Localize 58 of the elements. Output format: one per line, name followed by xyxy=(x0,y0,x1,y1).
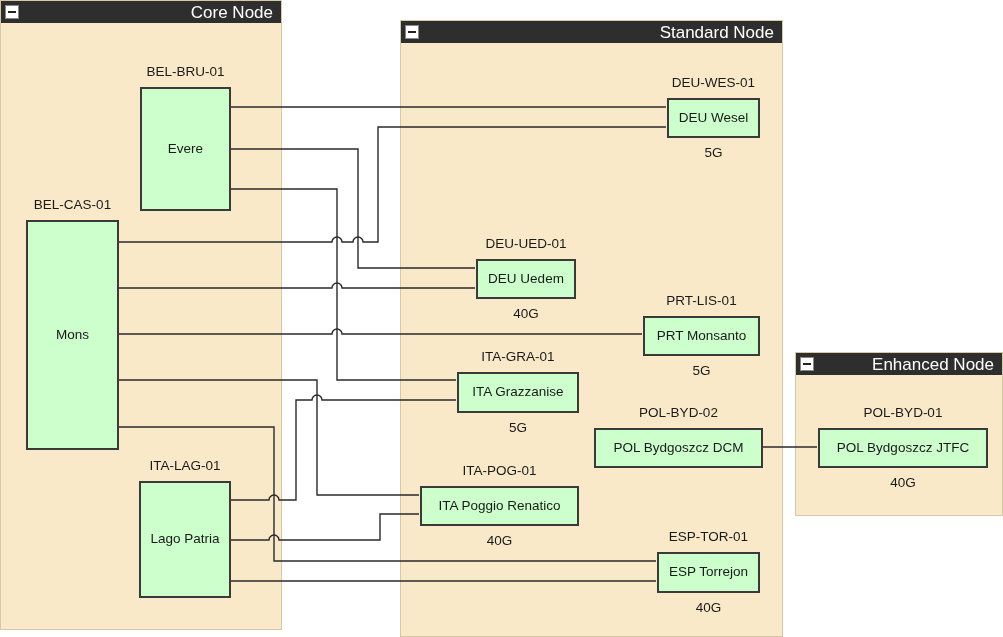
link-line xyxy=(229,188,457,381)
site-name: DEU Uedem xyxy=(488,269,564,288)
site-name: ITA Poggio Renatico xyxy=(438,496,561,515)
link-line xyxy=(229,394,457,501)
link-line xyxy=(117,426,657,562)
bandwidth-label: 40G xyxy=(513,305,539,323)
site-box xyxy=(140,87,231,211)
site-box xyxy=(657,552,760,593)
link-line xyxy=(117,126,667,243)
site-id-label: POL-BYD-02 xyxy=(639,404,718,422)
site-box xyxy=(139,481,231,598)
link-line xyxy=(117,379,420,496)
link-line xyxy=(117,282,476,289)
site-box xyxy=(594,428,763,468)
site-name: Lago Patria xyxy=(150,530,220,549)
site-box xyxy=(643,316,760,356)
site-id-label: POL-BYD-01 xyxy=(863,404,943,422)
link-line xyxy=(229,106,667,108)
site-name: ITA Grazzanise xyxy=(472,383,564,402)
bandwidth-label: 40G xyxy=(486,532,513,550)
panel-title: Standard Node xyxy=(659,23,775,41)
site-id-label: BEL-CAS-01 xyxy=(33,196,112,214)
link-line xyxy=(229,513,420,541)
link-line xyxy=(229,580,657,582)
group-panel xyxy=(400,20,783,637)
site-id-label: DEU-WES-01 xyxy=(671,74,756,92)
site-id-label: ITA-LAG-01 xyxy=(149,457,221,475)
bandwidth-label: 5G xyxy=(704,144,723,162)
site-id-label: DEU-UED-01 xyxy=(485,235,567,253)
link-line xyxy=(117,328,643,335)
bandwidth-label: 40G xyxy=(890,474,916,492)
site-id-label: ITA-GRA-01 xyxy=(481,348,555,366)
site-box xyxy=(667,98,760,138)
group-panel xyxy=(0,0,282,630)
site-id-label: PRT-LIS-01 xyxy=(666,292,737,310)
site-id-label: ITA-POG-01 xyxy=(462,462,537,480)
link-line xyxy=(761,446,818,448)
site-name: DEU Wesel xyxy=(678,108,749,127)
panel-title: Core Node xyxy=(190,3,274,21)
site-name: Mons xyxy=(56,325,89,344)
site-name: POL Bydgoszcz JTFC xyxy=(836,438,970,457)
site-id-label: ESP-TOR-01 xyxy=(668,528,749,546)
group-panel xyxy=(795,352,1003,516)
site-name: Evere xyxy=(167,139,204,158)
panel-title: Enhanced Node xyxy=(872,355,995,373)
site-name: POL Bydgoszcz DCM xyxy=(613,438,744,457)
site-box xyxy=(476,259,576,299)
bandwidth-label: 5G xyxy=(509,419,527,437)
site-name: PRT Monsanto xyxy=(656,326,747,345)
site-id-label: BEL-BRU-01 xyxy=(146,63,225,81)
bandwidth-label: 40G xyxy=(695,599,722,617)
site-box xyxy=(457,372,579,413)
site-box xyxy=(818,428,988,468)
site-box xyxy=(26,220,119,450)
site-name: ESP Torrejon xyxy=(668,563,749,582)
site-box xyxy=(420,486,579,526)
link-line xyxy=(229,148,476,269)
bandwidth-label: 5G xyxy=(692,362,711,380)
